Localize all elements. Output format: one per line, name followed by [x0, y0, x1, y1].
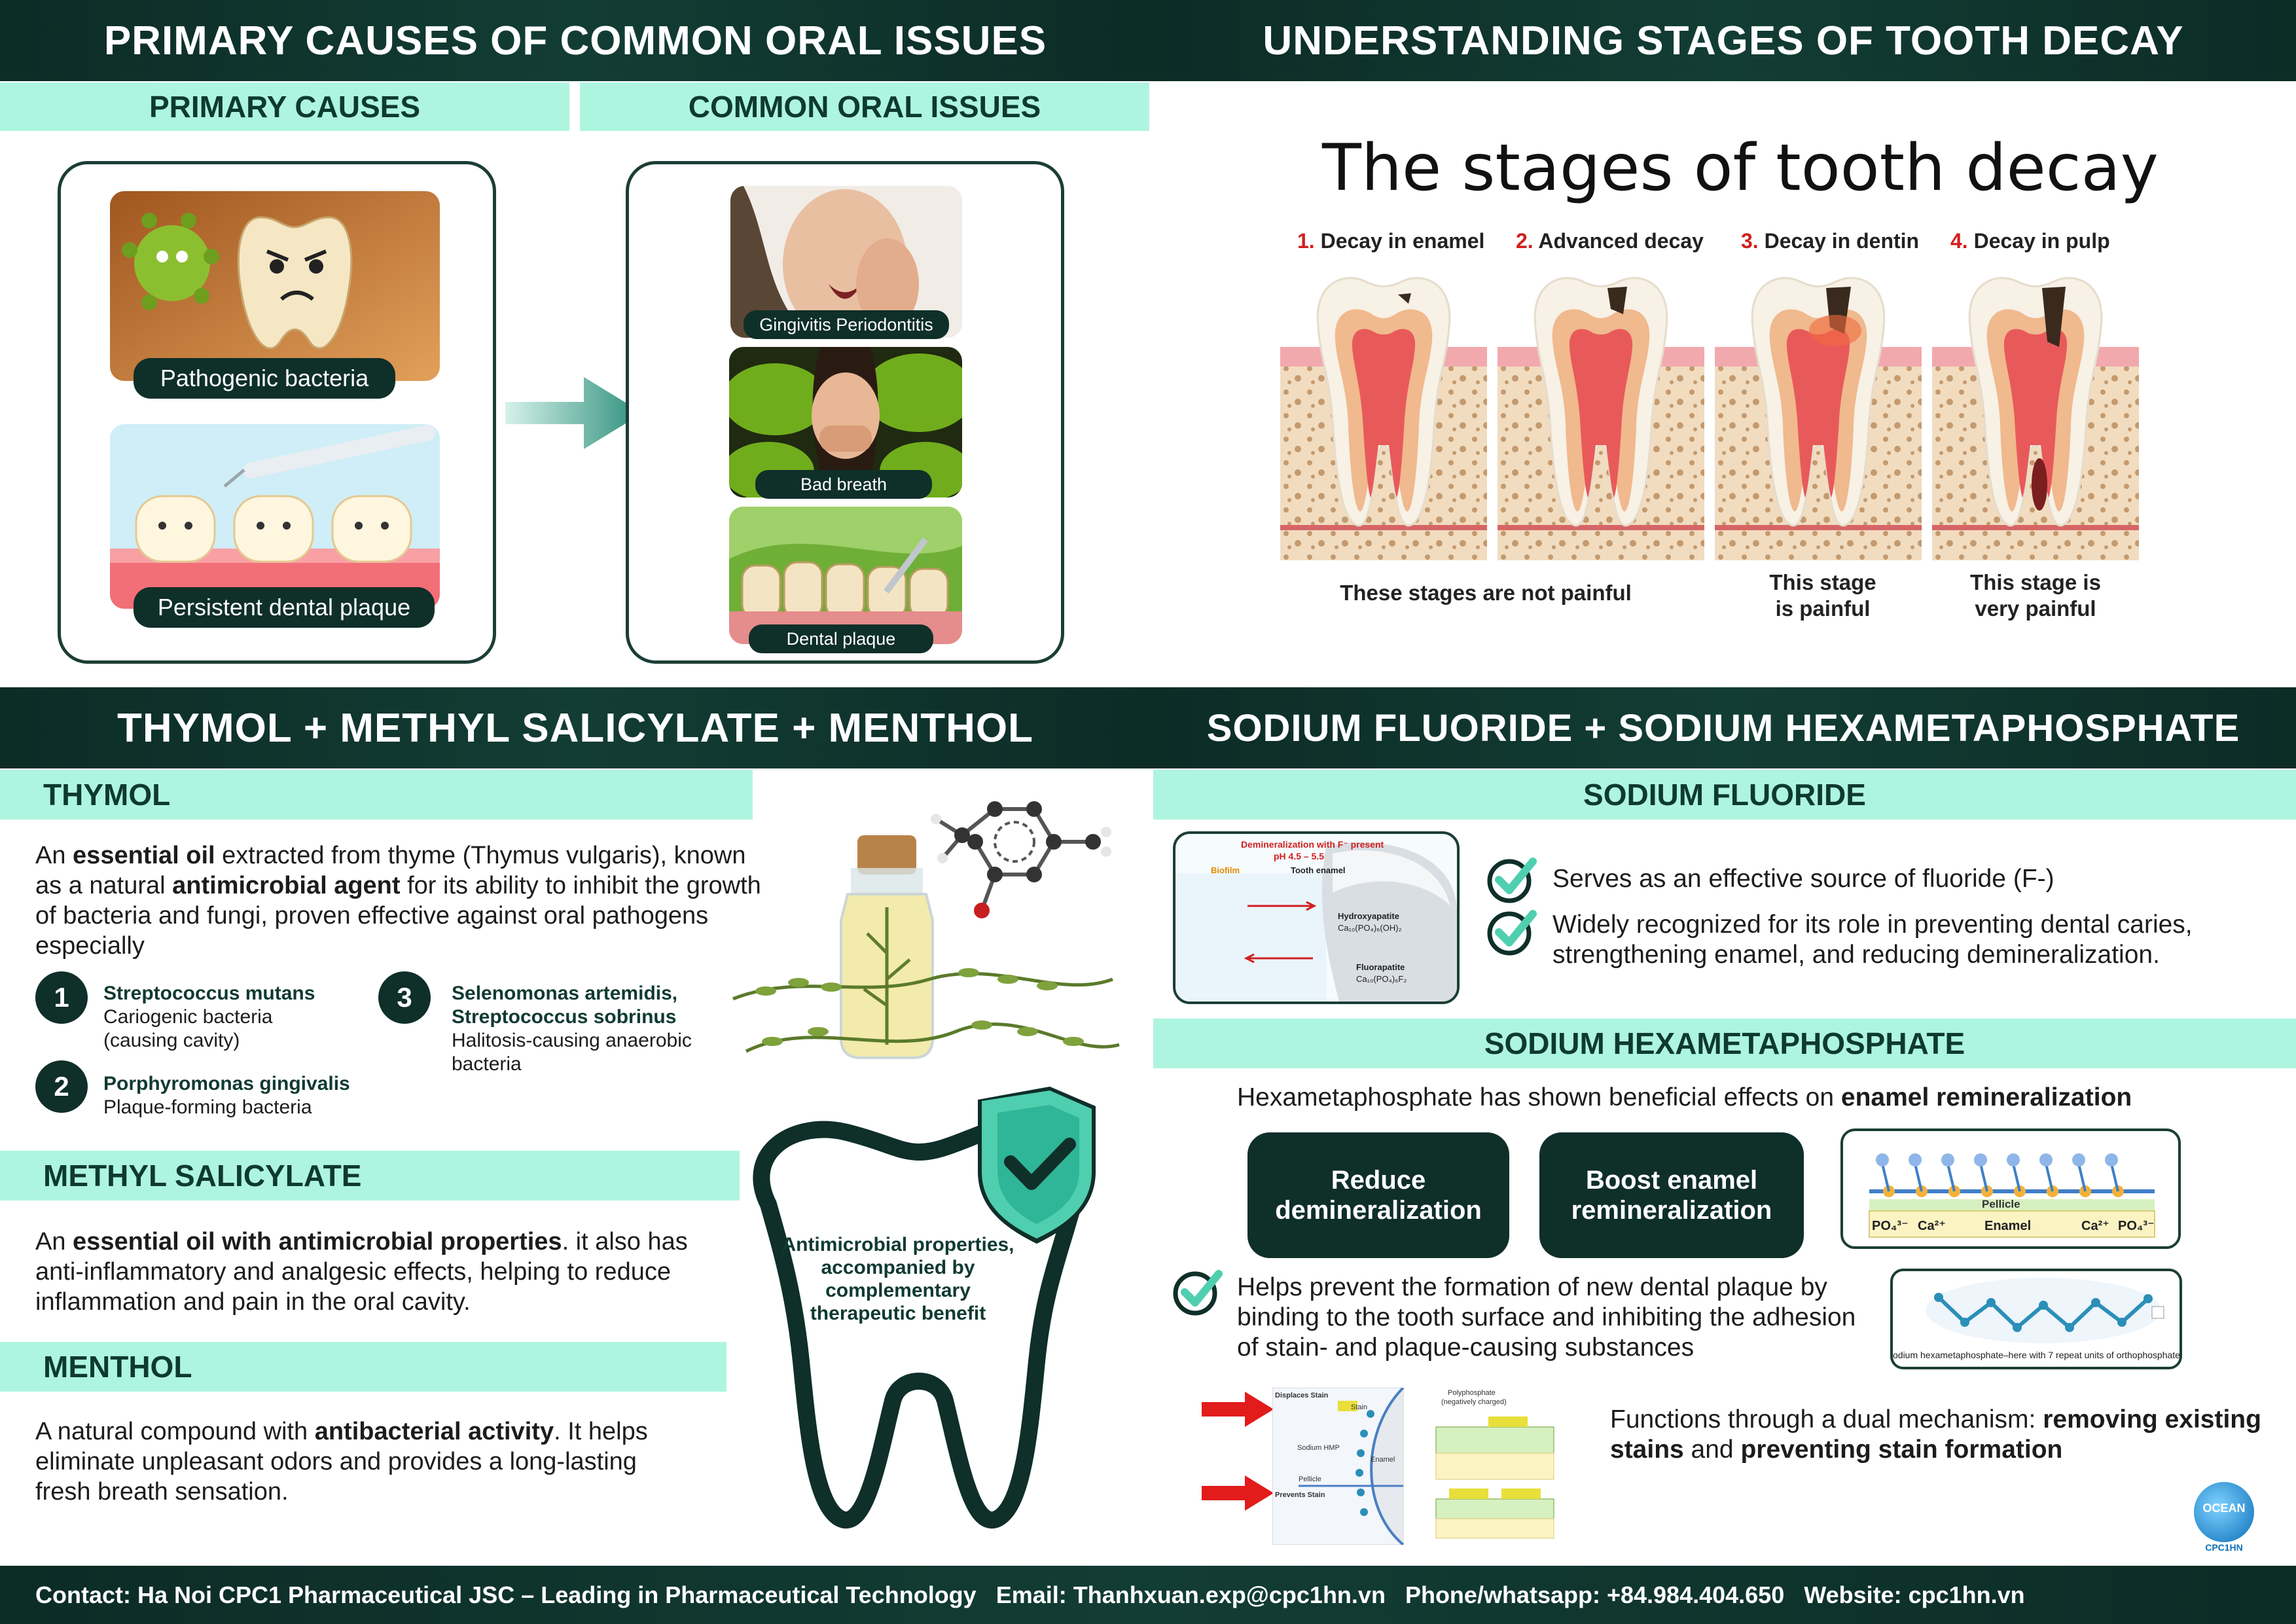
- common-issues-header: COMMON ORAL ISSUES: [580, 82, 1149, 131]
- hexametaphosphate-chain-diagram: odium hexametaphosphate–here with 7 repe…: [1890, 1269, 2182, 1369]
- persistent-plaque-label: Persistent dental plaque: [134, 587, 435, 628]
- bacteria-item-2: Porphyromonas gingivalis Plaque-forming …: [103, 1073, 350, 1118]
- decay-section-title: UNDERSTANDING STAGES OF TOOTH DECAY: [1151, 0, 2296, 81]
- thymol-section-title: THYMOL + METHYL SALICYLATE + MENTHOL: [0, 687, 1151, 768]
- diagram-hydroxyapatite: Hydroxyapatite: [1338, 911, 1399, 921]
- chain-caption: odium hexametaphosphate–here with 7 repe…: [1893, 1350, 2180, 1360]
- stain-label: Stain: [1351, 1403, 1368, 1411]
- sodium-hexametaphosphate-header: SODIUM HEXAMETAPHOSPHATE: [1153, 1019, 2296, 1068]
- po4-label: PO₄³⁻: [1872, 1219, 1909, 1233]
- fluoride-point-1: Serves as an effective source of fluorid…: [1552, 865, 2054, 893]
- bad-breath-label: Bad breath: [755, 470, 932, 499]
- po4-label-2: PO₄³⁻: [2118, 1219, 2155, 1233]
- bacteria-number-1: 1: [35, 971, 88, 1024]
- bacteria-item-1: Streptococcus mutans Cariogenic bacteria…: [103, 983, 315, 1051]
- check-icon: [1487, 910, 1537, 956]
- thymol-header: THYMOL: [0, 770, 753, 820]
- not-painful-note: These stages are not painful: [1340, 581, 1632, 605]
- diagram-title: Demineralization with F⁻ present: [1241, 839, 1384, 850]
- primary-causes-header: PRIMARY CAUSES: [0, 82, 569, 131]
- dental-plaque-cartoon-image: [110, 424, 440, 609]
- stage-2-label: 2. Advanced decay: [1516, 229, 1704, 253]
- logo-name: OCEAN: [2202, 1502, 2246, 1515]
- sodium-hmp-label: Sodium HMP: [1297, 1444, 1340, 1452]
- hexa-plaque-point: Helps prevent the formation of new denta…: [1237, 1273, 1856, 1362]
- red-arrow-icon: [1202, 1475, 1274, 1511]
- decay-chart-title: The stages of tooth decay: [1322, 131, 2159, 206]
- diagram-fluorapatite-formula: Ca₁₀(PO₄)₆F₂: [1356, 974, 1407, 984]
- tooth-shield-caption: Antimicrobial properties, accompanied by…: [781, 1234, 1014, 1324]
- diagram-ph: pH 4.5 – 5.5: [1274, 851, 1325, 861]
- dental-plaque-photo: [729, 507, 962, 644]
- thymol-description: An essential oil extracted from thyme (T…: [35, 842, 761, 960]
- footer-email[interactable]: Email: Thanhxuan.exp@cpc1hn.vn: [996, 1581, 1386, 1608]
- thyme-oil-bottle-image: [732, 801, 1120, 1059]
- bacteria-item-3: Selenomonas artemidis, Streptococcus sob…: [452, 983, 692, 1075]
- bacteria-tooth-image: [110, 191, 440, 381]
- bacteria-number-2: 2: [35, 1060, 88, 1113]
- enamel-label: Enamel: [1984, 1219, 2032, 1233]
- negative-charge-label: (negatively charged): [1441, 1398, 1507, 1406]
- fluoride-section-title: SODIUM FLUORIDE + SODIUM HEXAMETAPHOSPHA…: [1151, 687, 2296, 768]
- menthol-description: A natural compound with antibacterial ac…: [35, 1418, 648, 1506]
- tooth-decay-stages-illustration: [1280, 277, 2139, 560]
- footer-contact: Contact: Ha Noi CPC1 Pharmaceutical JSC …: [35, 1581, 977, 1608]
- enamel-stain-label: Enamel: [1371, 1456, 1395, 1464]
- methyl-salicylate-header: METHYL SALICYLATE: [0, 1151, 740, 1200]
- enamel-binding-diagram: Pellicle PO₄³⁻ Ca²⁺ Enamel Ca²⁺ PO₄³⁻: [1840, 1128, 2181, 1249]
- dental-plaque-label: Dental plaque: [749, 624, 933, 653]
- footer-website[interactable]: Website: cpc1hn.vn: [1804, 1581, 2025, 1608]
- pellicle-label: Pellicle: [1982, 1198, 2020, 1210]
- stage-3-label: 3. Decay in dentin: [1741, 229, 1920, 253]
- ocean-logo: OCEAN: [2194, 1482, 2254, 1542]
- stage-4-label: 4. Decay in pulp: [1950, 229, 2110, 253]
- red-arrow-icon: [1202, 1392, 1274, 1427]
- footer-phone[interactable]: Phone/whatsapp: +84.984.404.650: [1405, 1581, 1785, 1608]
- sodium-fluoride-header: SODIUM FLUORIDE: [1153, 770, 2296, 820]
- bacteria-number-3: 3: [378, 971, 431, 1024]
- methyl-salicylate-description: An essential oil with antimicrobial prop…: [35, 1228, 688, 1316]
- diagram-hydroxyapatite-formula: Ca₁₀(PO₄)₆(OH)₂: [1338, 923, 1402, 933]
- ca-label: Ca²⁺: [1918, 1219, 1946, 1233]
- diagram-biofilm: Biofilm: [1211, 865, 1240, 875]
- pellicle-stain-label: Pellicle: [1299, 1475, 1321, 1483]
- stain-mechanism-diagram: Displaces Stain Prevents Stain Stain Sod…: [1272, 1388, 1564, 1545]
- dual-mechanism-text: Functions through a dual mechanism: remo…: [1610, 1405, 2261, 1464]
- causes-section-title: PRIMARY CAUSES OF COMMON ORAL ISSUES: [0, 0, 1151, 81]
- logo-sub: CPC1HN: [2205, 1542, 2243, 1553]
- polyphosphate-label: Polyphosphate: [1448, 1389, 1496, 1397]
- check-icon: [1173, 1270, 1223, 1316]
- footer: Contact: Ha Noi CPC1 Pharmaceutical JSC …: [0, 1566, 2296, 1624]
- prevents-stain-label: Prevents Stain: [1275, 1491, 1325, 1499]
- fluoride-point-2: Widely recognized for its role in preven…: [1552, 911, 2193, 969]
- fluoride-diagram: Demineralization with F⁻ present pH 4.5 …: [1173, 831, 1460, 1004]
- tooth-shield-icon: [753, 1087, 1096, 1529]
- stage-1-label: 1. Decay in enamel: [1297, 229, 1485, 253]
- right-arrow-icon: [505, 377, 643, 449]
- ca-label-2: Ca²⁺: [2081, 1219, 2109, 1233]
- check-icon: [1487, 857, 1537, 903]
- pathogenic-bacteria-label: Pathogenic bacteria: [134, 358, 395, 399]
- menthol-header: MENTHOL: [0, 1342, 726, 1392]
- hexa-intro: Hexametaphosphate has shown beneficial e…: [1237, 1083, 2132, 1111]
- diagram-fluorapatite: Fluorapatite: [1356, 962, 1405, 972]
- displaces-stain-label: Displaces Stain: [1275, 1392, 1329, 1399]
- diagram-enamel: Tooth enamel: [1291, 865, 1346, 875]
- gingivitis-label: Gingivitis Periodontitis: [744, 310, 949, 339]
